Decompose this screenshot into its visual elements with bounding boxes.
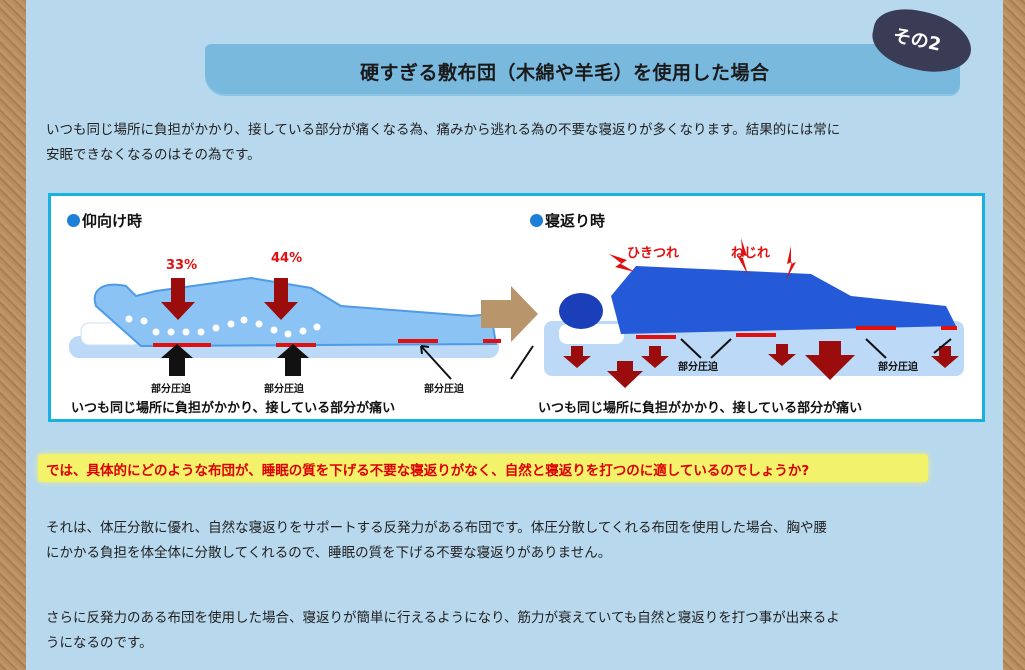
answer-line: にかかる負担を体全体に分散してくれるので、睡眠の質を下げる不要な寝返りがありませ… (46, 545, 612, 561)
heading-turning: 寝返り時 (530, 210, 605, 231)
heading-supine-text: 仰向け時 (82, 212, 143, 230)
intro-text: いつも同じ場所に負担がかかり、接している部分が痛くなる為、痛みから逃れる為の不要… (46, 118, 981, 168)
head-side (559, 293, 603, 329)
pressure-label: 部分圧迫 (264, 384, 304, 395)
pressure-label: 部分圧迫 (878, 362, 918, 373)
strain-pulling: ひきつれ (627, 246, 680, 261)
rebound-text: さらに反発力のある布団を使用した場合、寝返りが簡単に行えるようになり、筋力が衰え… (46, 606, 981, 656)
illustration-box: 仰向け時 33% 44% 部分圧迫 部分圧迫 部分圧迫 いつも同じ場所に負担がか… (48, 193, 985, 422)
pressure-label: 部分圧迫 (424, 384, 464, 395)
bullet-dot-icon (67, 214, 80, 227)
transition-arrow (481, 286, 538, 342)
illustration (69, 238, 964, 388)
rebound-line: うになるのです。 (46, 635, 153, 651)
heading-turning-text: 寝返り時 (545, 212, 606, 230)
highlight-bar (38, 454, 928, 482)
intro-line: いつも同じ場所に負担がかかり、接している部分が痛くなる為、痛みから逃れる為の不要… (46, 122, 841, 138)
heading-supine: 仰向け時 (67, 210, 142, 231)
title-banner (205, 44, 960, 94)
caption-supine: いつも同じ場所に負担がかかり、接している部分が痛い (71, 401, 396, 416)
pressure-label: 部分圧迫 (151, 384, 191, 395)
highlight-question: では、具体的にどのような布団が、睡眠の質を下げる不要な寝返りがなく、自然と寝返り… (46, 463, 810, 479)
body-side (611, 266, 956, 334)
caption-turning: いつも同じ場所に負担がかかり、接している部分が痛い (538, 401, 863, 416)
pressure-hip: 44% (271, 251, 303, 266)
pillow-right (559, 324, 624, 344)
bullet-dot-icon (530, 214, 543, 227)
answer-line: それは、体圧分散に優れ、自然な寝返りをサポートする反発力がある布団です。体圧分散… (46, 520, 827, 536)
pressure-label: 部分圧迫 (678, 362, 718, 373)
rebound-line: さらに反発力のある布団を使用した場合、寝返りが簡単に行えるようになり、筋力が衰え… (46, 610, 840, 626)
answer-text: それは、体圧分散に優れ、自然な寝返りをサポートする反発力がある布団です。体圧分散… (46, 516, 981, 566)
intro-line: 安眠できなくなるのはその為です。 (46, 147, 261, 163)
section-title: 硬すぎる敷布団（木綿や羊毛）を使用した場合 (360, 62, 770, 84)
pressure-chest: 33% (166, 258, 198, 273)
strain-twisting: ねじれ (731, 246, 771, 261)
